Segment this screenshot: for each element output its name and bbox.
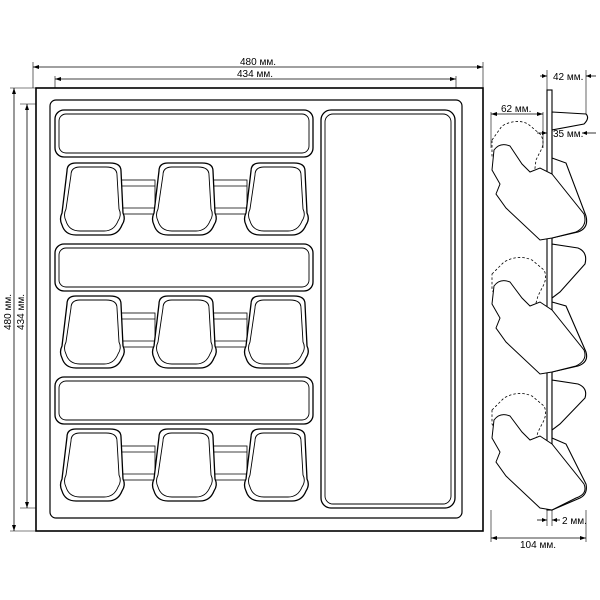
cup-compartment-inner-rim: [64, 299, 121, 365]
side-top-width-label: 42 мм.: [553, 72, 583, 83]
top-dimension-lines: [32, 62, 484, 100]
horizontal-compartment-2: [54, 243, 314, 292]
cup-compartment: [151, 295, 217, 369]
connector-bars-row-1: [120, 179, 248, 215]
cup-compartment-inner-rim: [248, 166, 305, 232]
side-slot-offset-label: 35 мм.: [553, 129, 583, 140]
cup-compartment: [59, 295, 125, 369]
utensil-outline-dashed: [491, 121, 546, 457]
cup-compartment: [151, 162, 217, 236]
cup-compartment: [59, 428, 125, 502]
cup-compartment: [243, 295, 309, 369]
inner-width-label: 434 мм.: [237, 69, 273, 80]
side-profile-view: [490, 70, 596, 542]
outer-width-label: 480 мм.: [240, 57, 276, 68]
cup-compartment-inner-rim: [64, 166, 121, 232]
horizontal-compartment-3: [54, 376, 314, 425]
utensil-outline-solid: [491, 144, 586, 511]
cup-compartment: [59, 162, 125, 236]
connector-bars-row-3: [120, 445, 248, 481]
side-depth-label: 104 мм.: [520, 540, 556, 551]
cup-compartment-inner-rim: [248, 432, 305, 498]
cup-compartment: [151, 428, 217, 502]
cup-compartment: [243, 162, 309, 236]
cup-compartment-inner-rim: [156, 432, 213, 498]
connector-bars-row-2: [120, 312, 248, 348]
side-bottom-gap-label: 2 мм.: [562, 516, 587, 527]
long-compartment: [320, 109, 456, 509]
cup-compartment: [243, 428, 309, 502]
cup-compartment-inner-rim: [156, 166, 213, 232]
inner-height-label: 434 мм.: [16, 294, 27, 330]
tray-top-view: [35, 87, 484, 532]
cup-compartments: [59, 162, 309, 502]
side-slot-width-label: 62 мм.: [501, 104, 531, 115]
horizontal-compartment-1: [54, 109, 314, 158]
outer-height-label: 480 мм.: [3, 294, 14, 330]
cup-compartment-inner-rim: [248, 299, 305, 365]
cup-compartment-inner-rim: [156, 299, 213, 365]
cup-compartment-inner-rim: [64, 432, 121, 498]
